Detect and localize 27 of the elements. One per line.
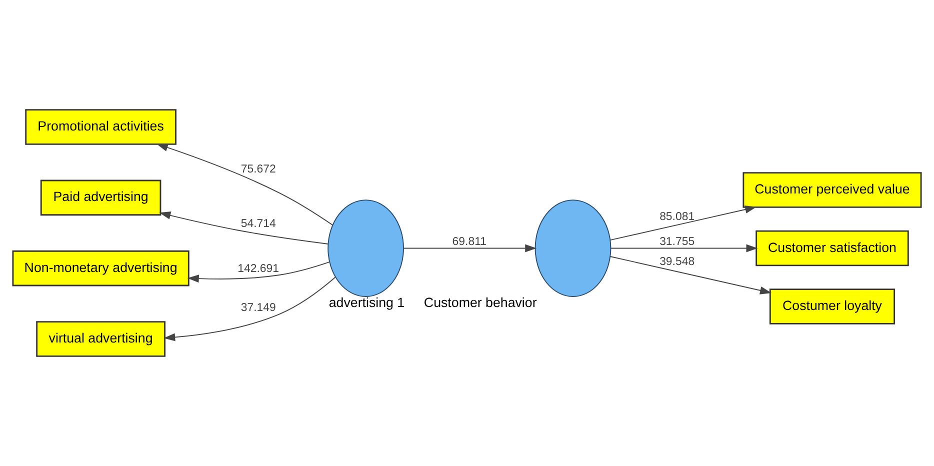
arrow bbox=[403, 244, 537, 252]
arrow bbox=[610, 244, 758, 252]
edge-label: 75.672 bbox=[240, 163, 276, 176]
arrow bbox=[187, 262, 330, 283]
edge-label: 69.811 bbox=[452, 236, 486, 248]
node-box: virtual advertising bbox=[36, 321, 166, 357]
edge-label: 54.714 bbox=[240, 218, 276, 230]
arrow bbox=[159, 212, 329, 244]
node-box: Costumer loyalty bbox=[769, 288, 896, 324]
edge-label: 37.149 bbox=[240, 302, 276, 314]
arrow bbox=[156, 144, 334, 226]
node-label: Customer behavior bbox=[424, 295, 537, 310]
node-box: Non-monetary advertising bbox=[12, 250, 190, 286]
node-circle bbox=[534, 200, 612, 297]
edge-label: 142.691 bbox=[238, 262, 280, 275]
node-box: Customer satisfaction bbox=[756, 230, 909, 266]
node-box: Paid advertising bbox=[40, 180, 162, 216]
edge-label: 31.755 bbox=[660, 236, 695, 248]
arrow bbox=[164, 276, 336, 342]
arrow bbox=[610, 206, 757, 241]
arrow bbox=[610, 256, 772, 294]
edge-label: 85.081 bbox=[660, 211, 695, 224]
node-box: Promotional activities bbox=[25, 109, 176, 145]
node-label: advertising 1 bbox=[328, 295, 405, 310]
edge-label: 39.548 bbox=[660, 256, 695, 268]
node-circle bbox=[328, 200, 404, 297]
node-box: Customer perceived value bbox=[742, 172, 922, 208]
